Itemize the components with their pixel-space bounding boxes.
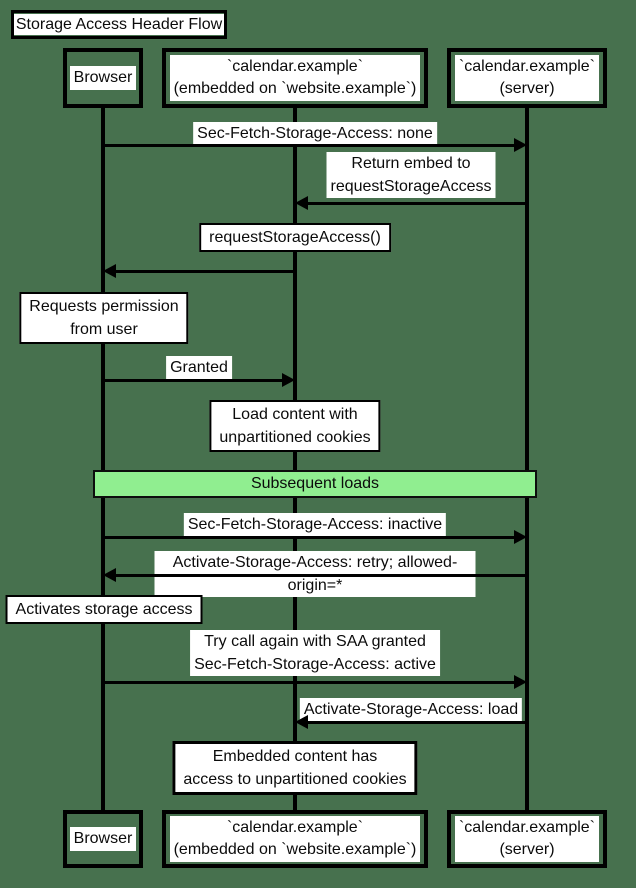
message-label: Activate-Storage-Access: load [299,698,523,721]
participant-label: Browser [69,66,137,90]
participant-server-top: `calendar.example` (server) [447,48,607,108]
participant-label: `calendar.example` (embedded on `website… [169,816,421,862]
message-label: Sec-Fetch-Storage-Access: inactive [183,513,447,536]
participant-embedded-bottom: `calendar.example` (embedded on `website… [162,810,428,868]
section-band: Subsequent loads [93,470,537,498]
lifeline-browser [101,108,105,810]
diagram-title-box: Storage Access Header Flow [11,10,227,39]
message-label: Granted [166,356,232,379]
message-arrow-line [103,681,515,684]
arrowhead-right-icon [282,373,295,387]
arrowhead-left-icon [103,264,116,278]
arrowhead-right-icon [514,138,527,152]
note: Load content with unpartitioned cookies [209,400,381,452]
note: requestStorageAccess() [199,223,391,252]
message-arrow-line [307,202,527,205]
participant-embedded-top: `calendar.example` (embedded on `website… [162,48,428,108]
participant-browser-bottom: Browser [63,810,143,868]
message-arrow-line [307,721,527,724]
participant-browser-top: Browser [63,48,143,108]
message-label: Return embed to requestStorageAccess [326,152,496,198]
arrowhead-left-icon [103,568,116,582]
lifeline-server [525,108,529,810]
participant-label: Browser [69,827,137,851]
message-label: Try call again with SAA granted Sec-Fetc… [190,630,440,676]
message-arrow-line [103,536,515,539]
note: Activates storage access [5,595,203,624]
participant-label: `calendar.example` (server) [454,55,600,101]
note: Requests permission from user [19,292,189,344]
arrowhead-right-icon [514,530,527,544]
participant-label: `calendar.example` (server) [454,816,600,862]
lifeline-embedded [293,108,297,810]
participant-server-bottom: `calendar.example` (server) [447,810,607,868]
message-arrow-line [103,379,283,382]
message-arrow-line [115,574,527,577]
arrowhead-right-icon [514,675,527,689]
section-label: Subsequent loads [250,475,380,492]
diagram-title: Storage Access Header Flow [13,14,225,35]
arrowhead-left-icon [295,196,308,210]
participant-label: `calendar.example` (embedded on `website… [169,55,421,101]
message-arrow-line [103,144,515,147]
arrowhead-left-icon [295,715,308,729]
message-arrow-line [115,270,295,273]
note: Embedded content has access to unpartiti… [172,741,418,795]
message-label: Sec-Fetch-Storage-Access: none [193,122,437,145]
